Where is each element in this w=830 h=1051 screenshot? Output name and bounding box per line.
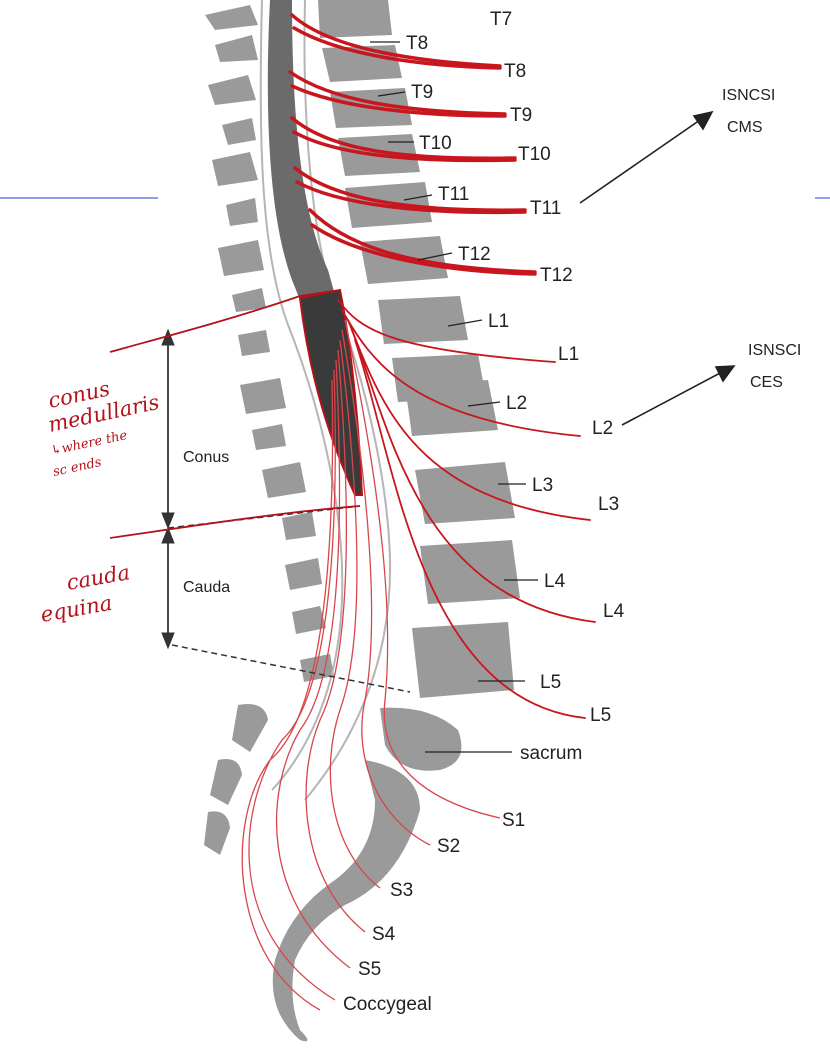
vertebra-label-l4: L4 bbox=[544, 571, 566, 592]
nerve-label-l3: L3 bbox=[598, 494, 619, 515]
spinal-canal-outline bbox=[259, 0, 392, 801]
nerve-label-coccygeal: Coccygeal bbox=[343, 994, 432, 1015]
vertebra-label-t10: T10 bbox=[419, 133, 452, 154]
nerve-label-t10: T10 bbox=[518, 144, 551, 165]
region-brackets bbox=[161, 328, 411, 693]
nerve-label-s2: S2 bbox=[437, 836, 460, 857]
vertebra-labels bbox=[370, 41, 538, 753]
cauda-equina-strands bbox=[241, 319, 501, 1011]
annotation-isncsi-cms-line2: CMS bbox=[727, 119, 763, 136]
nerve-label-s4: S4 bbox=[372, 924, 396, 945]
nerve-label-t12: T12 bbox=[540, 265, 573, 286]
nerve-label-s5: S5 bbox=[358, 959, 381, 980]
annotation-isnsci-ces-line2: CES bbox=[750, 374, 783, 391]
spinous-processes bbox=[204, 5, 334, 855]
nerve-label-t11: T11 bbox=[530, 198, 561, 219]
vertebra-label-sacrum: sacrum bbox=[520, 743, 582, 764]
nerve-label-l5: L5 bbox=[590, 705, 611, 726]
nerve-label-l2: L2 bbox=[592, 418, 613, 439]
nerve-label-l1: L1 bbox=[558, 344, 579, 365]
handwritten-conus-line4: sc ends bbox=[52, 455, 104, 480]
vertebra-label-t8: T8 bbox=[406, 33, 428, 54]
vertebra-label-l2: L2 bbox=[506, 393, 527, 414]
region-label-conus: Conus bbox=[183, 449, 229, 466]
handdrawn-lines bbox=[109, 289, 361, 539]
vertebra-label-l1: L1 bbox=[488, 311, 509, 332]
handwritten-cauda-line2: equina bbox=[39, 591, 114, 627]
handwritten-cauda-line1: cauda bbox=[65, 560, 132, 595]
nerve-label-s3: S3 bbox=[390, 880, 413, 901]
nerve-label-t9: T9 bbox=[510, 105, 532, 126]
annotation-isnsci-ces-line1: ISNSCI bbox=[748, 342, 801, 359]
vertebra-label-l5: L5 bbox=[540, 672, 561, 693]
vertebra-label-t11: T11 bbox=[438, 184, 469, 205]
vertebra-label-t9: T9 bbox=[411, 82, 433, 103]
vertebra-label-t12: T12 bbox=[458, 244, 491, 265]
nerve-label-l4: L4 bbox=[603, 601, 625, 622]
region-label-cauda: Cauda bbox=[183, 579, 230, 596]
nerve-label-s1: S1 bbox=[502, 810, 525, 831]
annotation-isncsi-cms-line1: ISNCSI bbox=[722, 87, 775, 104]
annotation-arrows bbox=[579, 110, 736, 426]
vertebra-label-t7: T7 bbox=[490, 9, 512, 30]
nerve-label-t8: T8 bbox=[504, 61, 526, 82]
spinal-cord bbox=[267, 0, 335, 300]
vertebra-label-l3: L3 bbox=[532, 475, 553, 496]
nerve-roots bbox=[288, 13, 596, 719]
